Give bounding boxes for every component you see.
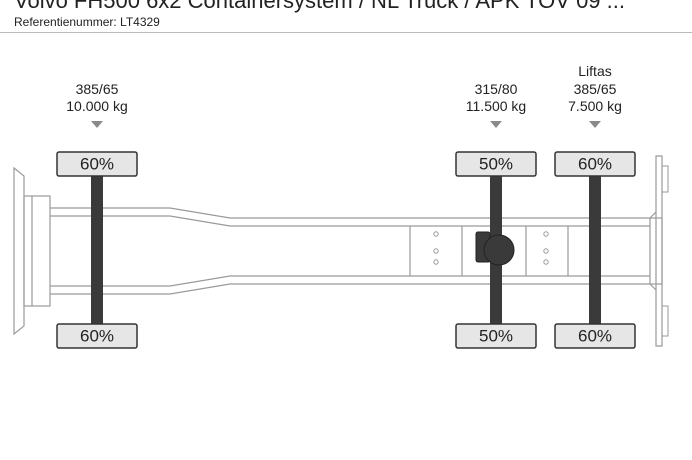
axle-2: 50% 50%: [455, 151, 537, 349]
axle-3-top-tire: [554, 151, 636, 177]
axle-3-bottom-tread: 60%: [578, 327, 612, 346]
axle-2-bottom-tire: [455, 323, 537, 349]
differential-icon: [475, 231, 515, 266]
axle-1-tire-size: 385/65: [75, 81, 119, 97]
axle-2-arrow-icon: [490, 121, 502, 128]
axle-3-bottom-tire: [554, 323, 636, 349]
axle-3-arrow-icon: [589, 121, 601, 128]
axle-1-top-tread: 60%: [80, 155, 114, 174]
axle-3-lift-label: Liftas: [578, 63, 612, 79]
axle-2-bottom-tread: 50%: [479, 327, 513, 346]
axle-2-top-tread: 50%: [479, 155, 513, 174]
chassis-frame: [50, 155, 663, 347]
axle-2-weight: 11.500 kg: [465, 98, 527, 114]
rear-lights: [661, 165, 669, 337]
front-bumper: [13, 166, 51, 336]
reference-number: Referentienummer: LT4329: [14, 15, 160, 29]
axle-3: 60% 60%: [554, 151, 636, 349]
axle-1-bottom-tire: [56, 323, 138, 349]
crossmember-bolts: [433, 231, 549, 265]
axle-3-tire-size: 385/65: [573, 81, 617, 97]
axle-2-tire-size: 315/80: [474, 81, 518, 97]
axle-1-shaft: [91, 175, 103, 325]
axle-1: 60% 60%: [56, 151, 138, 349]
axle-3-top-tread: 60%: [578, 155, 612, 174]
axle-2-top-tire: [455, 151, 537, 177]
header-divider: [0, 32, 692, 33]
axle-3-shaft: [589, 175, 601, 325]
axle-1-arrow-icon: [91, 121, 103, 128]
axle-1-bottom-tread: 60%: [80, 327, 114, 346]
axle-1-weight: 10.000 kg: [66, 98, 128, 114]
axle-1-top-tire: [56, 151, 138, 177]
axle-3-weight: 7.500 kg: [568, 98, 622, 114]
